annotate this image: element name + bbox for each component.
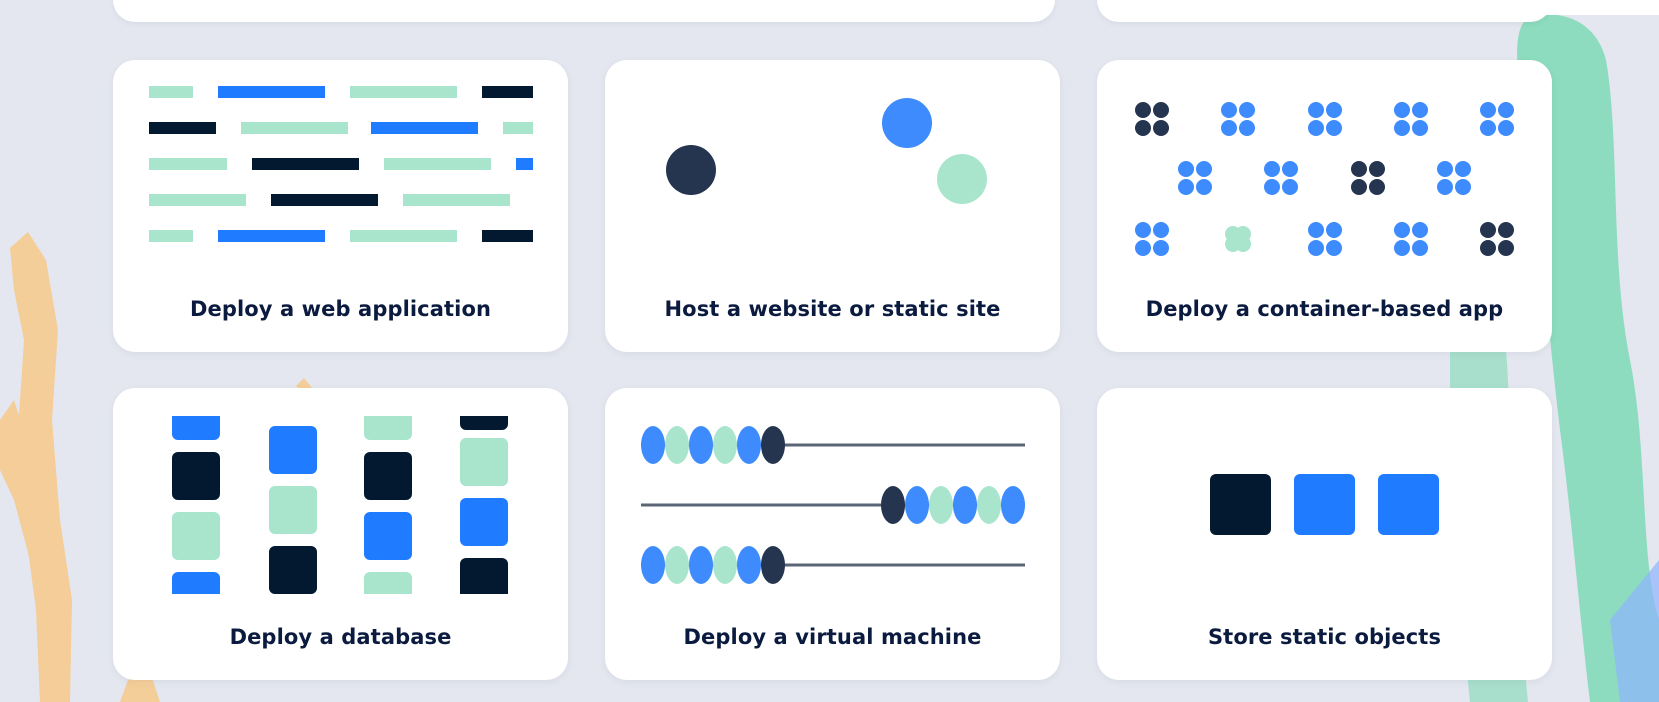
virtual-machine-illustration — [641, 426, 1025, 584]
container-app-illustration — [1135, 102, 1514, 256]
static-site-illustration — [666, 98, 987, 204]
card-label: Deploy a virtual machine — [683, 625, 982, 649]
top-card-partial-right — [1097, 0, 1552, 22]
card-deploy-web-application[interactable]: Deploy a web application — [113, 60, 568, 352]
web-application-illustration — [149, 86, 533, 242]
card-host-website[interactable]: Host a website or static site — [605, 60, 1060, 352]
static-objects-illustration — [1210, 474, 1439, 535]
card-label: Host a website or static site — [664, 297, 1001, 321]
database-illustration — [172, 416, 508, 594]
card-deploy-virtual-machine[interactable]: Deploy a virtual machine — [605, 388, 1060, 680]
card-deploy-database[interactable]: Deploy a database — [113, 388, 568, 680]
card-deploy-container-app[interactable]: Deploy a container-based app — [1097, 60, 1552, 352]
card-label: Deploy a database — [229, 625, 452, 649]
top-strip — [1449, 0, 1659, 15]
card-store-static-objects[interactable]: Store static objects — [1097, 388, 1552, 680]
card-label: Store static objects — [1207, 625, 1442, 649]
top-card-partial-left — [113, 0, 1055, 22]
card-label: Deploy a web application — [189, 297, 492, 321]
card-label: Deploy a container-based app — [1145, 297, 1504, 321]
